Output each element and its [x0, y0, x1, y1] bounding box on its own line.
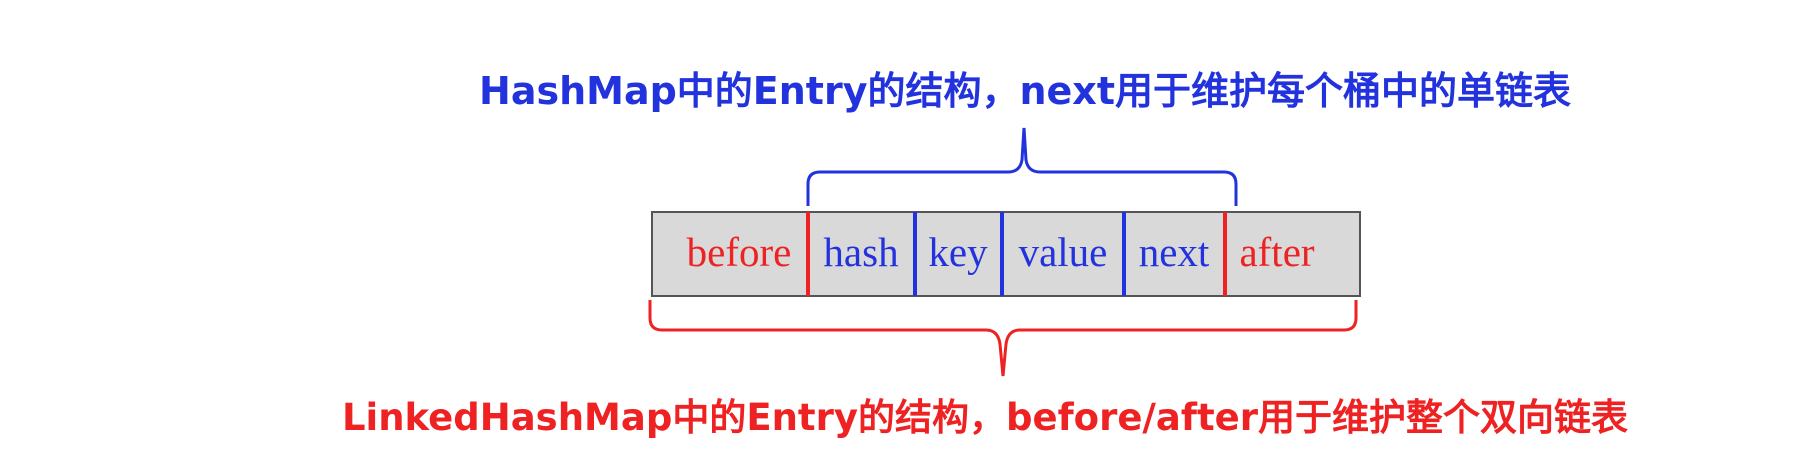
entry-box	[651, 211, 1361, 297]
linkedhashmap-brace	[648, 300, 1358, 377]
entry-field-next: next	[1139, 229, 1210, 275]
entry-field-value: value	[1019, 229, 1108, 275]
entry-field-key: key	[928, 229, 988, 275]
field-dividers	[806, 212, 1227, 296]
entry-field-after: after	[1239, 229, 1314, 275]
entry-field-before: before	[687, 229, 792, 275]
hashmap-brace	[806, 127, 1238, 206]
linkedhashmap-entry-caption: LinkedHashMap中的Entry的结构，before/after用于维护…	[342, 396, 1628, 439]
entry-field-hash: hash	[823, 229, 898, 275]
hashmap-entry-caption: HashMap中的Entry的结构，next用于维护每个桶中的单链表	[479, 69, 1571, 113]
